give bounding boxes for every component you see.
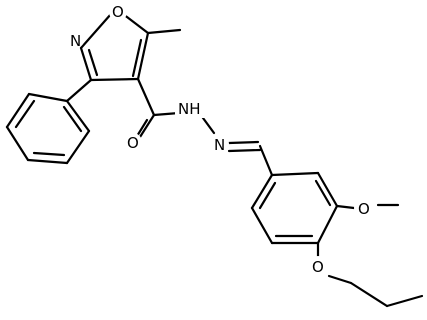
bond	[79, 46, 93, 82]
bond	[316, 204, 339, 245]
bond	[27, 92, 69, 103]
bond	[316, 171, 339, 208]
atom-labels: O N NH N O O O	[68, 3, 374, 276]
bond	[87, 48, 99, 77]
bond	[138, 113, 156, 139]
bond	[121, 12, 150, 35]
bond	[314, 179, 332, 207]
bond	[62, 105, 83, 133]
bond	[349, 281, 389, 308]
propoxy-oxygen-label: O	[312, 258, 324, 276]
hydrazide-nh-label: NH	[178, 100, 201, 118]
bond	[250, 206, 274, 245]
bond	[327, 274, 353, 285]
bond	[89, 77, 140, 82]
bond	[146, 28, 182, 35]
bond	[136, 31, 150, 81]
isoxazole-oxygen-label: O	[112, 3, 124, 21]
bond	[65, 78, 93, 103]
bond	[250, 173, 274, 210]
bond	[5, 92, 31, 129]
bond	[258, 144, 274, 177]
bond	[335, 204, 356, 210]
bond	[201, 116, 216, 135]
bonds	[5, 12, 424, 308]
bond	[5, 125, 30, 162]
bond	[258, 181, 277, 210]
hydrazone-nitrogen-label: N	[214, 136, 225, 154]
bond	[385, 294, 424, 308]
bond	[65, 129, 91, 165]
carbonyl-oxygen-label: O	[127, 134, 139, 152]
bond	[136, 77, 156, 117]
bond	[227, 140, 260, 145]
bond	[79, 12, 113, 50]
bond	[270, 171, 320, 177]
bond	[65, 99, 91, 133]
methoxy-oxygen-label: O	[358, 200, 370, 218]
bond	[227, 148, 262, 153]
bond	[32, 151, 66, 157]
isoxazole-nitrogen-label: N	[70, 32, 81, 50]
bond	[26, 158, 69, 165]
bond	[152, 111, 181, 117]
bond	[14, 99, 36, 129]
bond	[131, 38, 143, 78]
